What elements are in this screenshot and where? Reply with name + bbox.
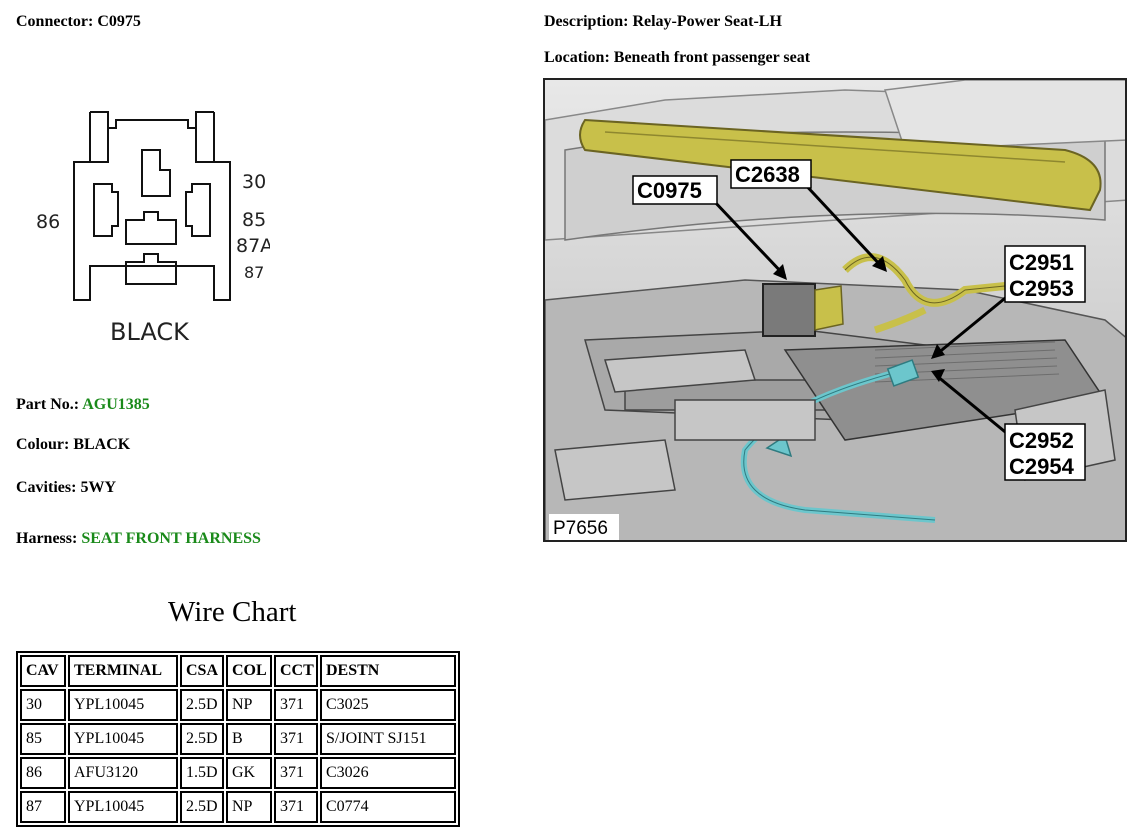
location-value: Beneath front passenger seat	[613, 49, 811, 66]
cavities-label: Cavities:	[16, 479, 77, 496]
table-row: 87 YPL10045 2.5D NP 371 C0774	[20, 791, 456, 823]
cell-cav: 86	[20, 757, 66, 789]
pin-label-85: 85	[242, 209, 266, 231]
cell-cav: 30	[20, 689, 66, 721]
cell-terminal: YPL10045	[68, 723, 178, 755]
header-cct: CCT	[274, 655, 318, 687]
callout-c2952: C2952	[1009, 428, 1074, 453]
cell-cct: 371	[274, 689, 318, 721]
cell-col: GK	[226, 757, 272, 789]
cavities-row: Cavities: 5WY	[16, 479, 116, 497]
cell-terminal: YPL10045	[68, 689, 178, 721]
cell-col: NP	[226, 689, 272, 721]
cell-csa: 2.5D	[180, 791, 224, 823]
cell-terminal: AFU3120	[68, 757, 178, 789]
callout-c2953: C2953	[1009, 276, 1074, 301]
description-label: Description:	[544, 13, 629, 30]
cell-destn: S/JOINT SJ151	[320, 723, 456, 755]
header-csa: CSA	[180, 655, 224, 687]
cell-cct: 371	[274, 723, 318, 755]
cell-cav: 87	[20, 791, 66, 823]
callout-c0975: C0975	[637, 178, 702, 203]
location-photo: C0975 C2638 C2951 C2953 C2952 C2954 P765…	[543, 78, 1127, 542]
description-heading: Description: Relay-Power Seat-LH	[544, 13, 782, 31]
pin-label-87: 87	[244, 263, 264, 282]
table-row: 85 YPL10045 2.5D B 371 S/JOINT SJ151	[20, 723, 456, 755]
part-number-row: Part No.: AGU1385	[16, 396, 150, 414]
harness-link[interactable]: SEAT FRONT HARNESS	[81, 530, 261, 547]
cell-destn: C3025	[320, 689, 456, 721]
header-terminal: TERMINAL	[68, 655, 178, 687]
part-number-label: Part No.:	[16, 396, 80, 413]
wire-chart-title: Wire Chart	[168, 596, 297, 628]
pin-label-86: 86	[36, 211, 60, 233]
location-label: Location:	[544, 49, 610, 66]
cell-csa: 2.5D	[180, 723, 224, 755]
cell-col: B	[226, 723, 272, 755]
header-col: COL	[226, 655, 272, 687]
header-destn: DESTN	[320, 655, 456, 687]
cell-col: NP	[226, 791, 272, 823]
header-cav: CAV	[20, 655, 66, 687]
pin-label-30: 30	[242, 171, 266, 193]
table-row: 30 YPL10045 2.5D NP 371 C3025	[20, 689, 456, 721]
seat-underside-illustration: C0975 C2638 C2951 C2953 C2952 C2954 P765…	[545, 80, 1125, 540]
cell-destn: C0774	[320, 791, 456, 823]
location-heading: Location: Beneath front passenger seat	[544, 49, 810, 67]
table-row: 86 AFU3120 1.5D GK 371 C3026	[20, 757, 456, 789]
part-number-link[interactable]: AGU1385	[82, 396, 150, 413]
cell-cct: 371	[274, 791, 318, 823]
callout-c2954: C2954	[1009, 454, 1075, 479]
cell-terminal: YPL10045	[68, 791, 178, 823]
cell-csa: 2.5D	[180, 689, 224, 721]
connector-heading: Connector: C0975	[16, 13, 141, 31]
wire-chart-table: CAV TERMINAL CSA COL CCT DESTN 30 YPL100…	[16, 651, 460, 827]
cell-cct: 371	[274, 757, 318, 789]
cavities-value: 5WY	[80, 479, 116, 496]
harness-row: Harness: SEAT FRONT HARNESS	[16, 530, 261, 548]
connector-label: Connector:	[16, 13, 94, 30]
seat-cushion	[579, 118, 1102, 212]
relay-c0975	[762, 283, 816, 337]
harness-label: Harness:	[16, 530, 78, 547]
colour-row: Colour: BLACK	[16, 436, 130, 454]
cell-cav: 85	[20, 723, 66, 755]
callout-c2951: C2951	[1009, 250, 1074, 275]
cell-destn: C3026	[320, 757, 456, 789]
connector-value: C0975	[97, 13, 141, 30]
connector-face-diagram: 30 86 85 87A 87 BLACK	[36, 111, 270, 346]
table-header-row: CAV TERMINAL CSA COL CCT DESTN	[20, 655, 456, 687]
description-value: Relay-Power Seat-LH	[632, 13, 782, 30]
photo-id: P7656	[553, 518, 608, 539]
cell-csa: 1.5D	[180, 757, 224, 789]
pin-label-87a: 87A	[236, 235, 270, 257]
colour-value: BLACK	[73, 436, 131, 453]
callout-c2638: C2638	[735, 162, 800, 187]
colour-label: Colour:	[16, 436, 70, 453]
diagram-colour-caption: BLACK	[110, 318, 190, 346]
